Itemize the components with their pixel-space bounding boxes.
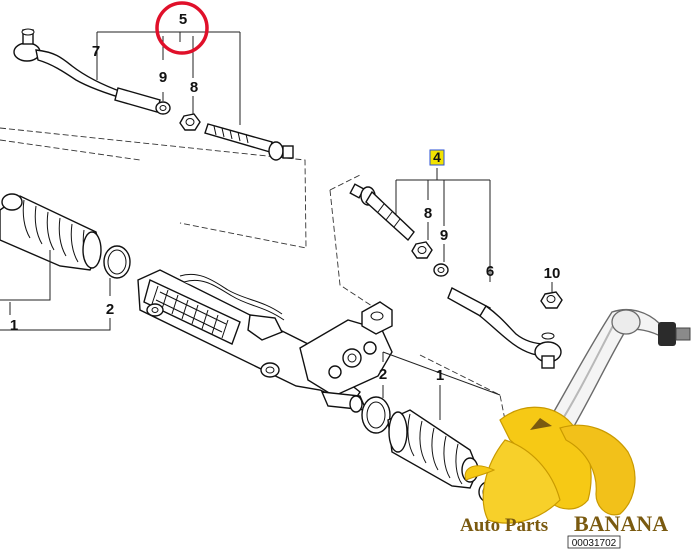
callout-4-frame [429, 149, 445, 166]
callout-8-top: 8 [190, 79, 198, 96]
callout-6: 6 [486, 263, 494, 280]
brand-text-2: BANANA [574, 511, 668, 536]
callout-4-highlight [430, 150, 444, 165]
dashed-frame-left [0, 127, 307, 249]
rubber-boot-right [387, 409, 479, 489]
bracket-5 [96, 31, 241, 125]
bracket-4 [395, 168, 491, 282]
callout-4: 4 [433, 149, 441, 165]
callout-1-right: 1 [436, 367, 444, 384]
callout-8-right: 8 [424, 205, 432, 222]
diagram-ref-number: 00031702 [572, 538, 617, 549]
callout-1-left: 1 [10, 317, 18, 334]
clamp-ring-left [103, 245, 131, 279]
clamp-8-top [179, 113, 201, 131]
callout-5: 5 [179, 11, 187, 28]
inner-tie-rod-left [204, 123, 294, 161]
steering-rack-housing [137, 269, 393, 413]
callout-9-top: 9 [159, 69, 167, 86]
inner-tie-rod-right [349, 183, 415, 242]
callout-9-right: 9 [440, 227, 448, 244]
jam-nut-9-right [433, 263, 449, 277]
clamp-ring-right [361, 396, 391, 434]
outer-tie-rod-right [447, 287, 562, 369]
diagram-ref-box [567, 535, 621, 549]
highlight-circle [155, 1, 209, 55]
jam-nut-9-top [155, 101, 171, 115]
clamp-8-right [411, 241, 433, 259]
callout-10: 10 [544, 265, 561, 282]
callout-7: 7 [92, 43, 100, 60]
callout-2-left: 2 [106, 301, 114, 318]
leader-lines-left [0, 250, 111, 331]
rubber-boot-left [0, 193, 102, 271]
banana-logo [464, 406, 636, 524]
outer-tie-rod-left [13, 28, 161, 113]
nut-10 [540, 282, 563, 309]
brand-text-1: Auto Parts [460, 515, 548, 536]
dashed-frame-right [329, 174, 506, 421]
leader-lines-top [162, 36, 194, 114]
leader-lines-right [382, 351, 513, 460]
callout-2-right: 2 [379, 366, 387, 383]
